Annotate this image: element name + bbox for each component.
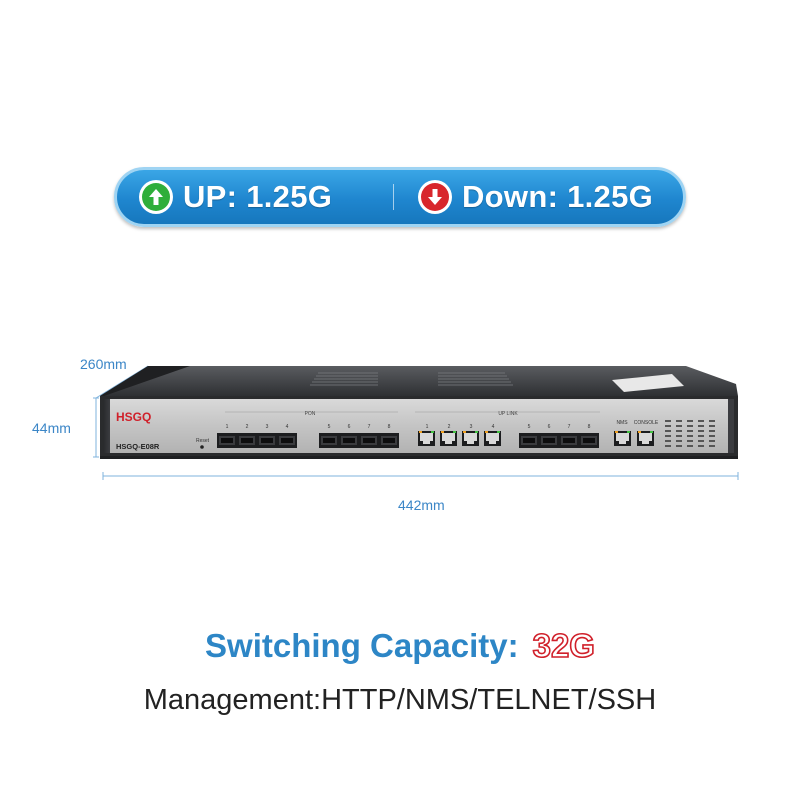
status-led: [687, 425, 693, 427]
status-led: [709, 435, 715, 437]
status-led: [709, 440, 715, 442]
pon-label: PON: [305, 411, 316, 417]
status-led: [709, 420, 715, 422]
upload-speed: UP: 1.25G: [117, 170, 379, 224]
uplink-sfp-port-8[interactable]: [579, 433, 599, 448]
status-led: [709, 445, 715, 447]
brand-logo: HSGQ: [116, 410, 151, 424]
uplink-sfp-port-7[interactable]: [559, 433, 579, 448]
pon-port-number: 7: [368, 424, 371, 430]
status-led: [665, 445, 671, 447]
download-speed: Down: 1.25G: [394, 170, 653, 224]
download-speed-label: Down: 1.25G: [462, 179, 654, 214]
uplink-port-number: 7: [568, 424, 571, 430]
pon-port-number: 2: [246, 424, 249, 430]
status-led: [665, 420, 671, 422]
uplink-label: UP LINK: [498, 411, 518, 417]
pon-port-7[interactable]: [359, 433, 379, 448]
device-sticker: [612, 374, 684, 392]
status-led: [698, 420, 704, 422]
status-led: [687, 420, 693, 422]
status-led: [698, 430, 704, 432]
status-led-panel: [665, 420, 715, 447]
status-led: [698, 435, 704, 437]
status-led: [665, 435, 671, 437]
uplink-rj45-port-1[interactable]: [418, 431, 435, 446]
device-top-panel: [100, 366, 738, 396]
status-led: [698, 425, 704, 427]
reset-label: Reset: [196, 438, 210, 444]
status-led: [709, 425, 715, 427]
dimension-lines: [93, 365, 739, 480]
switching-capacity-label: Switching Capacity:: [205, 627, 519, 664]
speed-banner: UP: 1.25G Down: 1.25G: [114, 167, 686, 227]
pon-port-number: 4: [286, 424, 289, 430]
status-led: [676, 420, 682, 422]
status-led: [687, 440, 693, 442]
pon-port-5[interactable]: [319, 433, 339, 448]
nms-label: NMS: [616, 420, 628, 426]
status-led: [665, 440, 671, 442]
pon-port-1[interactable]: [217, 433, 237, 448]
status-led: [687, 430, 693, 432]
uplink-rj45-port-3[interactable]: [462, 431, 479, 446]
status-led: [687, 445, 693, 447]
status-led: [676, 435, 682, 437]
uplink-rj45-port-2[interactable]: [440, 431, 457, 446]
pon-port-number: 8: [388, 424, 391, 430]
pon-port-8[interactable]: [379, 433, 399, 448]
uplink-sfp-port-6[interactable]: [539, 433, 559, 448]
status-led: [676, 440, 682, 442]
uplink-port-number: 1: [426, 424, 429, 430]
uplink-port-number: 6: [548, 424, 551, 430]
status-led: [676, 430, 682, 432]
status-led: [698, 440, 704, 442]
height-dimension-label: 44mm: [32, 420, 71, 436]
switching-capacity: Switching Capacity: 32G: [0, 626, 800, 665]
status-led: [676, 425, 682, 427]
pon-port-3[interactable]: [257, 433, 277, 448]
pon-port-6[interactable]: [339, 433, 359, 448]
port-area: 1 2 3 4 5 6 7 8 1 2 3 4 5 6 7 8: [217, 424, 654, 448]
pon-port-number: 3: [266, 424, 269, 430]
status-led: [665, 425, 671, 427]
console-port[interactable]: [637, 431, 654, 446]
top-vents: [310, 372, 513, 386]
switching-capacity-value: 32G: [532, 626, 596, 665]
console-label: CONSOLE: [634, 420, 659, 426]
status-led: [698, 445, 704, 447]
pon-port-4[interactable]: [277, 433, 297, 448]
width-dimension-label: 442mm: [398, 497, 445, 513]
pon-port-number: 6: [348, 424, 351, 430]
depth-dimension-label: 260mm: [80, 356, 127, 372]
management-protocols: Management:HTTP/NMS/TELNET/SSH: [143, 684, 657, 716]
uplink-port-number: 3: [470, 424, 473, 430]
uplink-port-number: 4: [492, 424, 495, 430]
uplink-port-number: 2: [448, 424, 451, 430]
status-led: [709, 430, 715, 432]
status-led: [687, 435, 693, 437]
pon-port-2[interactable]: [237, 433, 257, 448]
uplink-sfp-port-5[interactable]: [519, 433, 539, 448]
uplink-port-number: 5: [528, 424, 531, 430]
pon-port-number: 1: [226, 424, 229, 430]
nms-port[interactable]: [614, 431, 631, 446]
red-down-arrow-icon: [418, 180, 452, 214]
pon-port-number: 5: [328, 424, 331, 430]
banner-divider: [393, 184, 394, 210]
status-led: [676, 445, 682, 447]
upload-speed-label: UP: 1.25G: [183, 179, 333, 214]
reset-button[interactable]: [200, 445, 204, 449]
model-label: HSGQ-E08R: [116, 442, 160, 451]
uplink-rj45-port-4[interactable]: [484, 431, 501, 446]
status-led: [665, 430, 671, 432]
uplink-port-number: 8: [588, 424, 591, 430]
green-up-arrow-icon: [139, 180, 173, 214]
